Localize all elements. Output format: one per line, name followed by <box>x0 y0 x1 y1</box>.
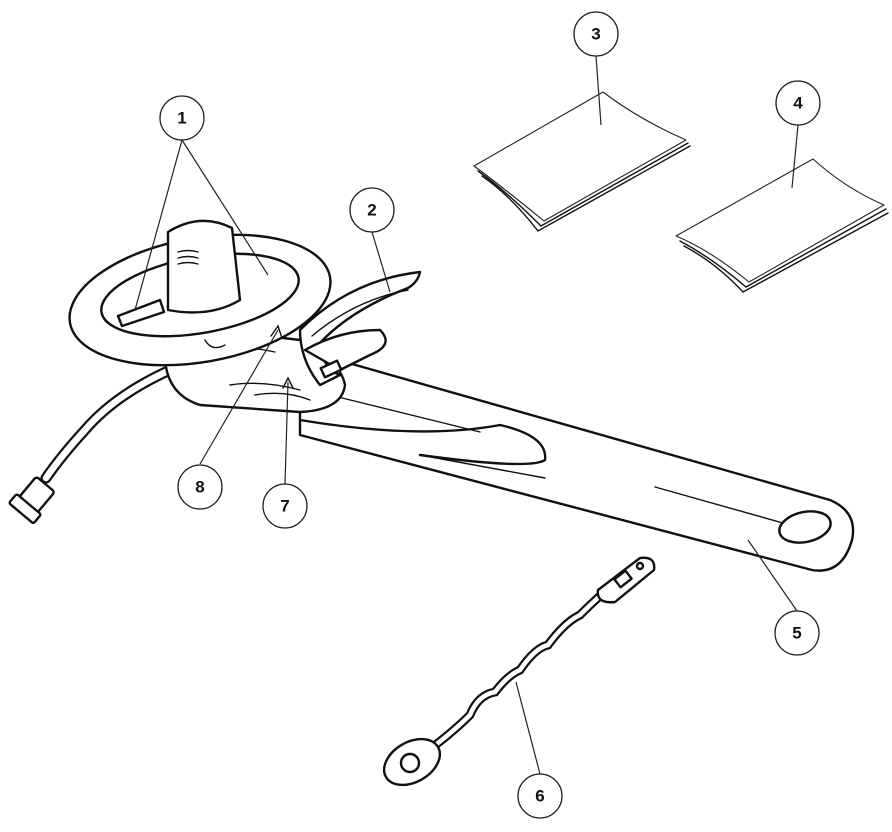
callout-5-label: 5 <box>792 624 801 643</box>
callout-7-label: 7 <box>280 497 289 516</box>
cable-with-plug <box>8 364 176 524</box>
callout-1-label: 1 <box>177 109 186 128</box>
callout-2-label: 2 <box>367 201 376 220</box>
brim-cap <box>68 219 332 367</box>
callout-5: 5 <box>774 610 820 656</box>
callout-1: 1 <box>159 95 205 141</box>
callout-3-label: 3 <box>591 25 600 44</box>
instruction-sheet-3 <box>473 91 691 232</box>
callout-6: 6 <box>517 773 563 819</box>
callout-4-label: 4 <box>793 94 803 113</box>
release-wing <box>298 270 422 387</box>
instruction-sheet-4 <box>675 158 889 293</box>
callout-2: 2 <box>349 187 395 233</box>
shaft-tube <box>298 348 855 572</box>
callout-4: 4 <box>775 80 821 126</box>
callout-7: 7 <box>262 483 308 529</box>
callout-8-label: 8 <box>195 478 204 497</box>
callout-6-label: 6 <box>535 787 544 806</box>
callout-3: 3 <box>573 11 619 57</box>
leader-lines <box>134 55 799 775</box>
callout-8: 8 <box>177 464 223 510</box>
connector-cable <box>382 556 656 787</box>
